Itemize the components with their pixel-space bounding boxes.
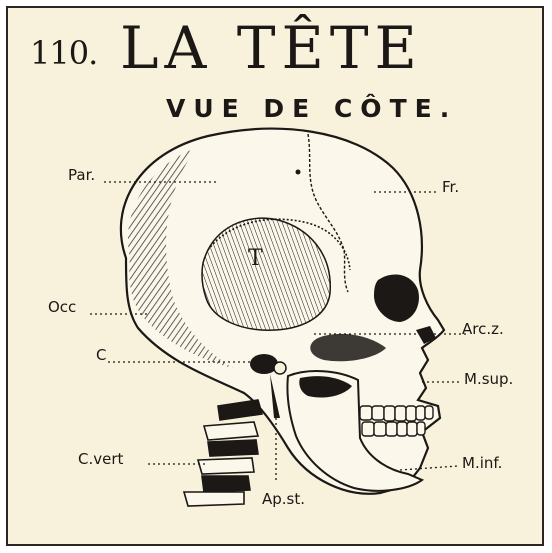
label-arc-z: Arc.z. xyxy=(462,320,504,338)
page-title: LA TÊTE xyxy=(120,14,423,82)
lower-teeth xyxy=(362,422,425,436)
label-fr: Fr. xyxy=(442,178,459,196)
page-subtitle: VUE DE CÔTE. xyxy=(166,94,457,123)
label-c: C xyxy=(96,346,106,364)
upper-teeth xyxy=(360,406,433,421)
label-ap-st: Ap.st. xyxy=(262,490,305,508)
label-c-vert: C.vert xyxy=(78,450,123,468)
plate-number: 110. xyxy=(30,34,97,72)
label-m-sup: M.sup. xyxy=(464,370,513,388)
label-occ: Occ xyxy=(48,298,76,316)
label-m-inf: M.inf. xyxy=(462,454,502,472)
cervical-vertebrae xyxy=(184,400,262,506)
label-par: Par. xyxy=(68,166,95,184)
illustration-plate: 110. LA TÊTE VUE DE CÔTE. Par. Fr. T Occ… xyxy=(6,6,544,546)
label-t: T xyxy=(248,246,263,271)
